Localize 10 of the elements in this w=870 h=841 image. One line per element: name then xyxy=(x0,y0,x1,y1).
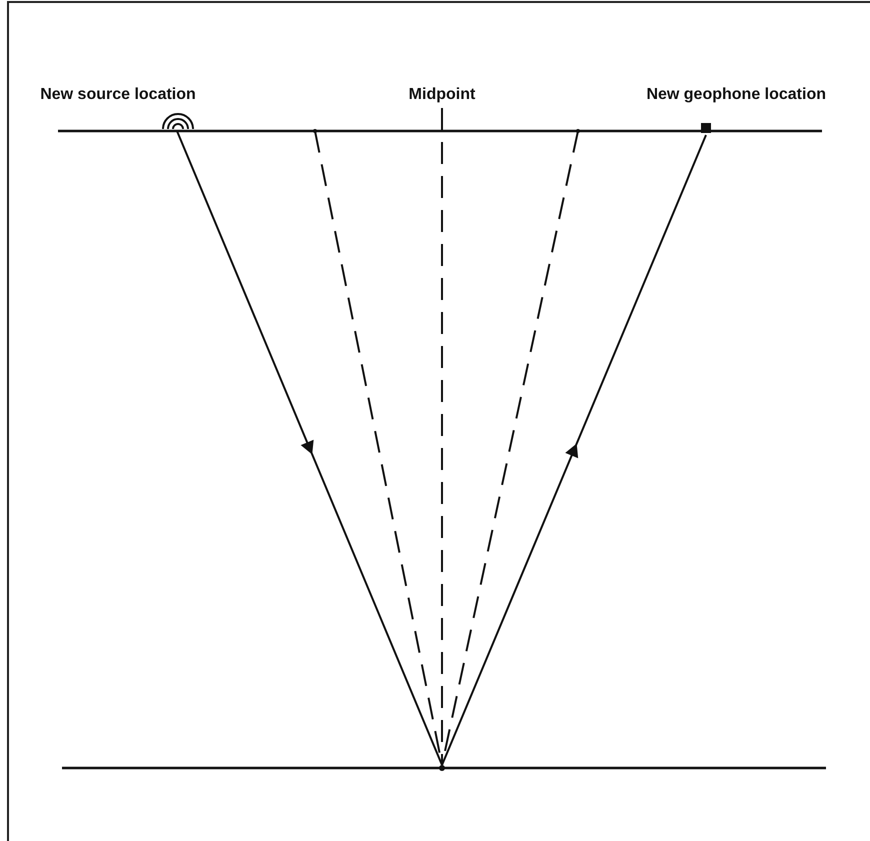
ray-point xyxy=(313,129,317,133)
ray-line xyxy=(441,108,443,765)
ray-point xyxy=(576,129,580,133)
location-label: New source location xyxy=(39,86,197,104)
location-label: Midpoint xyxy=(408,86,476,104)
location-label: New geophone location xyxy=(645,86,826,104)
ray-arrow xyxy=(176,130,443,766)
ray-line xyxy=(441,130,579,766)
ray-arrow xyxy=(441,134,707,766)
ray-point xyxy=(439,765,445,771)
